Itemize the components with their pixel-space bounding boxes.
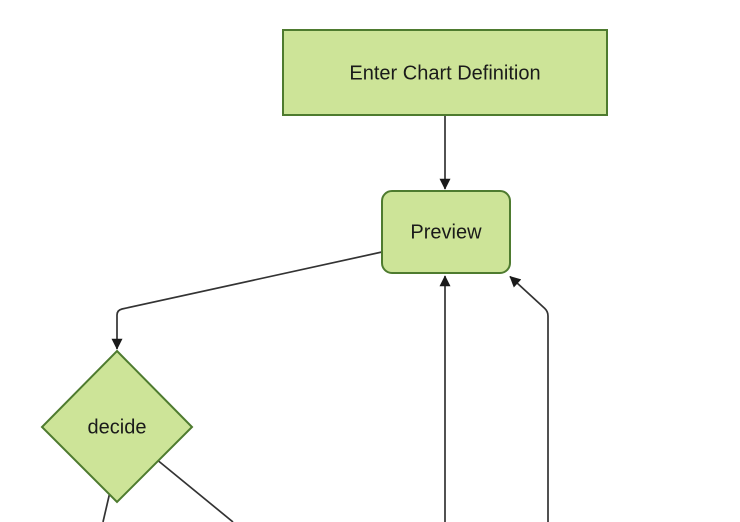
node-preview: Preview	[381, 190, 511, 274]
edge-decide-to-offscreen-left	[102, 493, 111, 522]
enter-chart-definition-rect	[282, 29, 608, 116]
preview-label: Preview	[410, 222, 482, 244]
edge-preview-to-decide	[111, 251, 383, 350]
decide-diamond	[40, 349, 194, 504]
edge-offscreen-to-preview-diagonal	[509, 275, 549, 522]
node-enter-chart-definition: Enter Chart Definition	[282, 29, 608, 116]
edge-decide-to-offscreen-right	[157, 460, 234, 522]
node-decide: decide	[40, 349, 194, 504]
preview-rect	[381, 190, 511, 274]
enter-chart-definition-label: Enter Chart Definition	[349, 63, 540, 85]
decide-label: decide	[88, 417, 147, 439]
